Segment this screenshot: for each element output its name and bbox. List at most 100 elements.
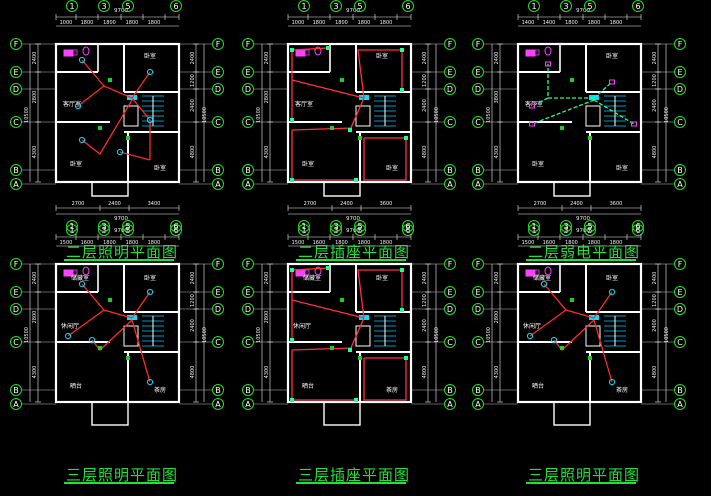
- grid-right-2-circle: [212, 303, 224, 315]
- wiring-socket: [290, 46, 408, 182]
- grid-right-5-circle: [212, 178, 224, 190]
- grid-top-3-circle: [632, 220, 644, 232]
- grid-right-3-label: C: [447, 338, 453, 347]
- room-label-0: 卧室: [144, 52, 156, 60]
- grid-left-1-label: E: [475, 68, 480, 77]
- washbasin-icon: [63, 49, 74, 57]
- wire-run-4: [67, 309, 105, 337]
- toilet-icon: [544, 266, 552, 276]
- grid-top-1-label: 3: [563, 222, 568, 231]
- left-dim-value: 4300: [264, 366, 270, 379]
- top-dim-value: 1800: [358, 240, 371, 246]
- grid-left-0-label: F: [246, 40, 251, 49]
- plan-title-5: 三层照明平面图: [528, 466, 641, 484]
- grid-left-5-label: A: [245, 400, 251, 409]
- grid-top-2-circle: [584, 0, 596, 12]
- right-total-dim: 10500: [434, 107, 440, 123]
- sink-icon: [303, 49, 310, 56]
- grid-bottom-0-circle: [528, 224, 540, 236]
- bottom-total-dim: 9700: [576, 216, 590, 222]
- left-dim-value: 4300: [494, 366, 500, 379]
- grid-left-3-circle: [472, 336, 484, 348]
- top-dim-value: 1500: [522, 240, 535, 246]
- grid-left-4-circle: [10, 164, 22, 176]
- left-dim-value: 2400: [32, 272, 38, 285]
- right-dim-value: 2400: [652, 99, 658, 112]
- grid-left-3-label: C: [13, 118, 19, 127]
- light-fixture-icon: [78, 280, 86, 288]
- room-label-1: 卧室: [144, 274, 156, 282]
- grid-left-1-label: E: [475, 288, 480, 297]
- bottom-dim-value: 3600: [610, 201, 623, 207]
- socket-outlet-icon: [400, 268, 404, 272]
- wiring-socket: [290, 266, 408, 402]
- left-dim-value: 4300: [32, 366, 38, 379]
- room-label-3: 卧室: [154, 164, 166, 172]
- grid-right-5-label: A: [215, 180, 221, 189]
- room-label-3: 晒台: [70, 382, 82, 390]
- bottom-dim-value: 2700: [304, 201, 317, 207]
- bottom-dim-value: 2400: [108, 201, 121, 207]
- left-dim-value: 2800: [264, 311, 270, 324]
- grid-right-4-circle: [212, 384, 224, 396]
- top-total-dim: 9700: [346, 228, 360, 234]
- grid-left-2-circle: [472, 303, 484, 315]
- grid-top-3-circle: [632, 0, 644, 12]
- grid-right-1-circle: [212, 66, 224, 78]
- top-dim-value: 1500: [60, 240, 73, 246]
- grid-right-3-label: C: [215, 338, 221, 347]
- porch-outline: [323, 401, 361, 426]
- grid-top-0-circle: [66, 0, 78, 12]
- grid-bottom-1-label: 3: [563, 226, 568, 235]
- grid-left-1-label: E: [245, 288, 250, 297]
- grid-left-0-circle: [242, 38, 254, 50]
- grid-right-4-circle: [674, 384, 686, 396]
- room-label-0: 储藏室: [303, 274, 321, 282]
- grid-bottom-2-label: 5: [357, 226, 362, 235]
- grid-right-3-label: C: [447, 118, 453, 127]
- grid-bottom-1-circle: [98, 224, 110, 236]
- grid-right-3-circle: [674, 116, 686, 128]
- grid-top-0-label: 1: [531, 2, 536, 11]
- light-fixture-icon: [64, 332, 72, 340]
- grid-right-3-label: C: [677, 338, 683, 347]
- grid-right-4-label: B: [677, 386, 683, 395]
- grid-left-0-circle: [10, 38, 22, 50]
- room-label-2: 卧室: [70, 160, 82, 168]
- grid-top-3-circle: [402, 0, 414, 12]
- porch-outline: [91, 401, 129, 426]
- wire-run-0: [291, 47, 365, 99]
- grid-right-1-label: E: [677, 68, 682, 77]
- grid-right-2-circle: [444, 83, 456, 95]
- switch-icon: [330, 126, 334, 130]
- grid-top-3-label: 6: [635, 2, 640, 11]
- grid-left-2-circle: [10, 303, 22, 315]
- grid-right-2-circle: [674, 303, 686, 315]
- socket-outlet-icon: [400, 88, 404, 92]
- grid-right-0-label: F: [216, 40, 221, 49]
- room-label-3: 卧室: [616, 164, 628, 172]
- switch-icon: [126, 136, 130, 140]
- room-label-1: 卧室: [376, 274, 388, 282]
- grid-right-2-circle: [212, 83, 224, 95]
- grid-top-1-label: 3: [333, 2, 338, 11]
- left-dim-value: 2400: [494, 52, 500, 65]
- grid-right-4-label: B: [447, 166, 453, 175]
- top-dim-value: 1800: [565, 240, 578, 246]
- grid-left-4-circle: [242, 384, 254, 396]
- stair-group: [585, 315, 626, 347]
- grid-left-0-label: F: [476, 40, 481, 49]
- grid-right-2-circle: [674, 83, 686, 95]
- porch-outline: [323, 181, 361, 197]
- grid-left-5-label: A: [13, 400, 19, 409]
- grid-right-5-circle: [444, 398, 456, 410]
- exterior-wall: [286, 262, 413, 404]
- grid-left-5-circle: [242, 398, 254, 410]
- top-dim-value: 1600: [81, 240, 94, 246]
- grid-right-1-label: E: [215, 288, 220, 297]
- top-dim-value: 1800: [103, 240, 116, 246]
- grid-right-4-label: B: [677, 166, 683, 175]
- grid-left-4-label: B: [13, 166, 19, 175]
- grid-left-0-circle: [242, 258, 254, 270]
